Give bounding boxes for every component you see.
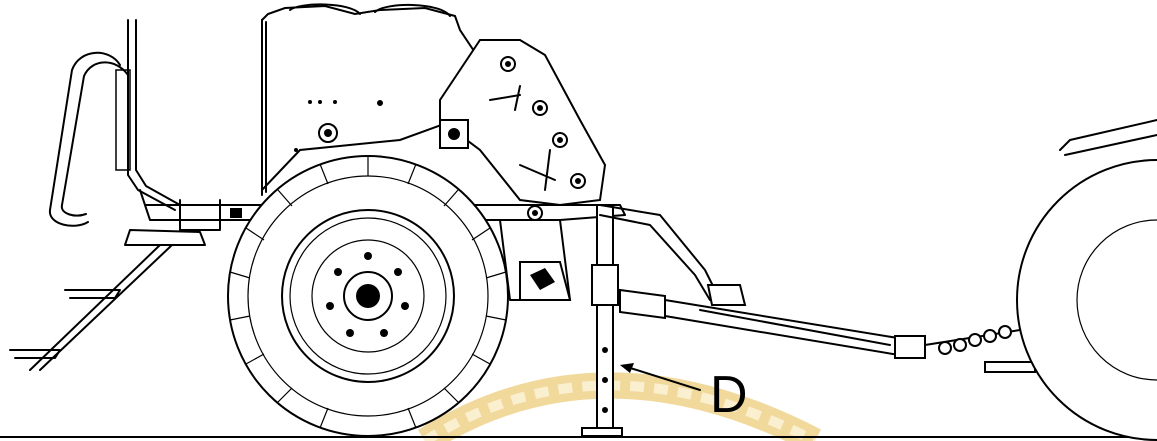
handrail xyxy=(48,19,181,227)
safety-chain xyxy=(938,325,1012,355)
access-ladder xyxy=(9,229,206,371)
transport-wheel xyxy=(227,155,509,437)
parking-stand xyxy=(581,204,623,437)
metering-side-plate xyxy=(439,39,607,221)
callout-arrow xyxy=(620,363,701,391)
seed-hopper xyxy=(261,3,481,196)
callout-label-d: D xyxy=(710,366,748,424)
tractor-rear-wheel xyxy=(1016,119,1157,441)
drawbar-hitch xyxy=(599,204,1036,373)
